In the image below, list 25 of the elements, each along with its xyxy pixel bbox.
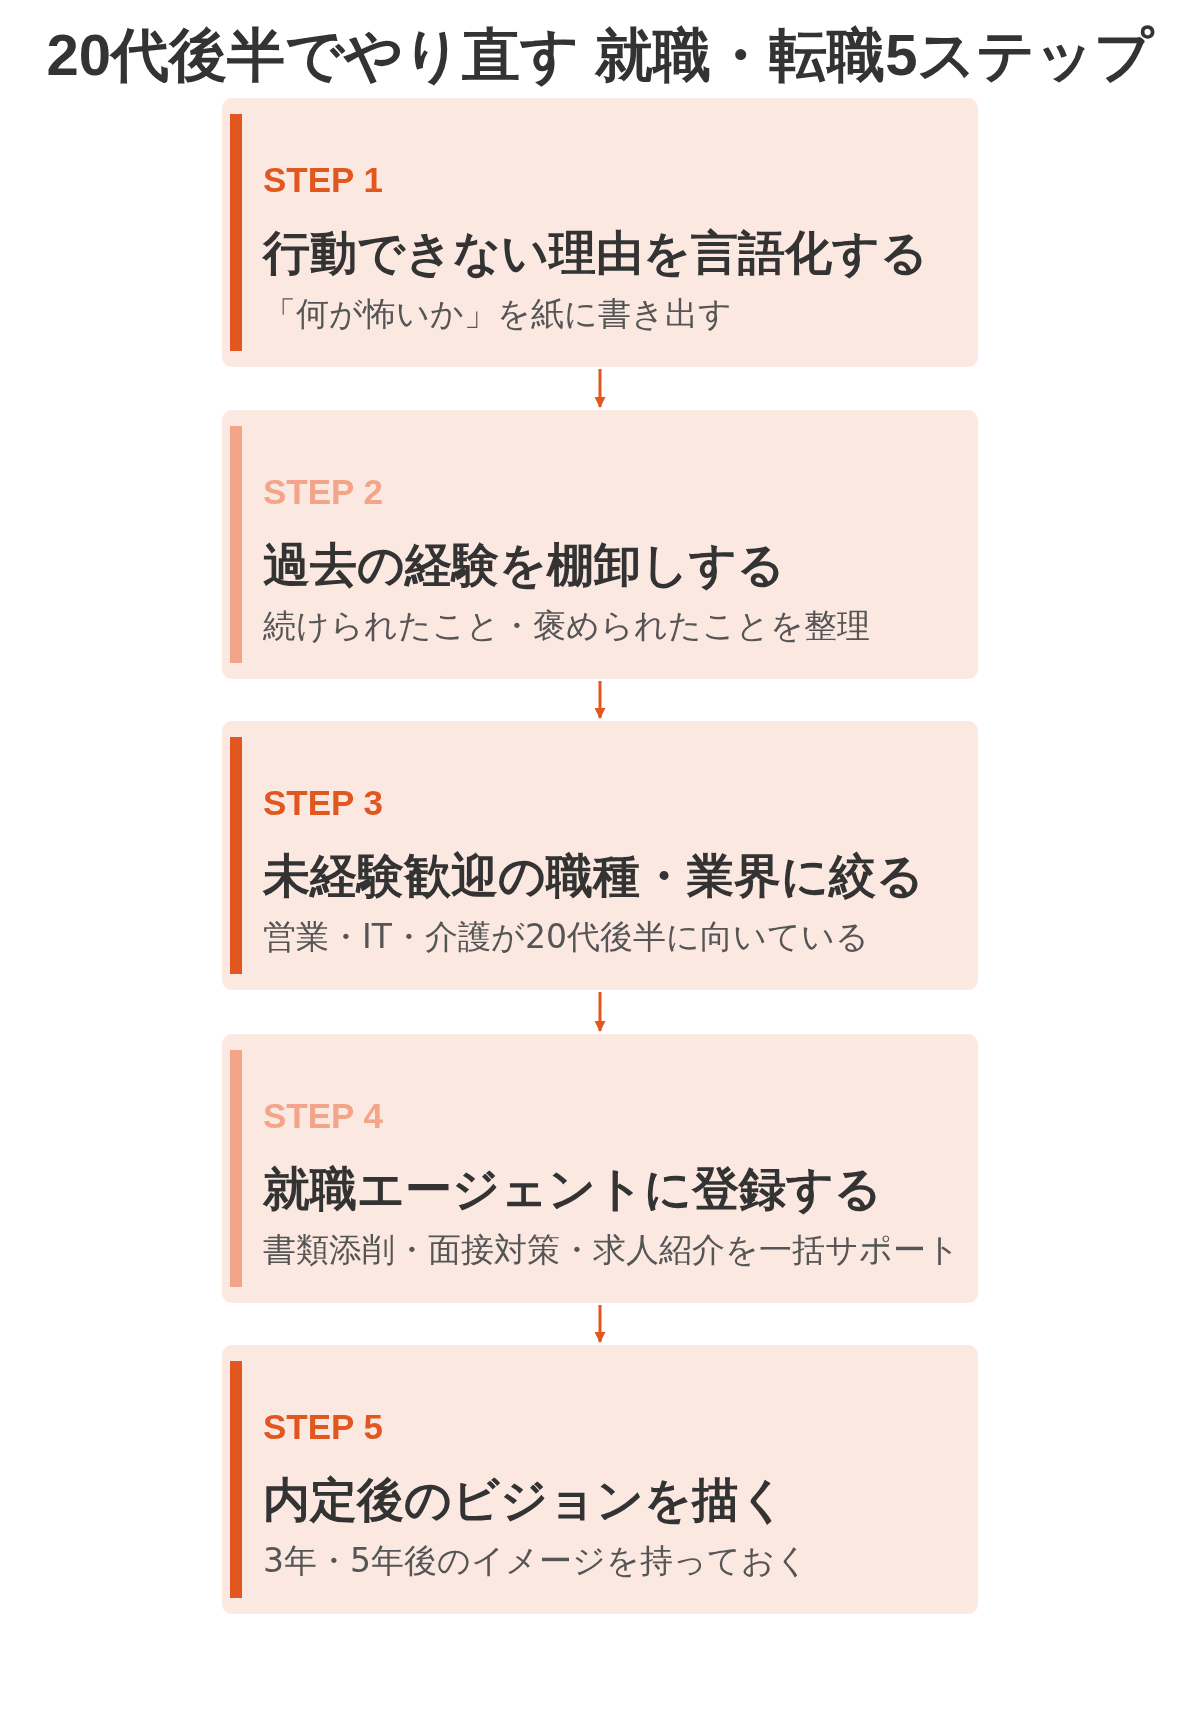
step-label: STEP 2 [263, 472, 383, 512]
step-description: 書類添削・面接対策・求人紹介を一括サポート [263, 1229, 960, 1271]
step-heading: 行動できない理由を言語化する [263, 224, 928, 282]
step-label: STEP 5 [263, 1407, 383, 1447]
step-heading: 未経験歓迎の職種・業界に絞る [263, 847, 924, 905]
step-heading: 就職エージェントに登録する [263, 1160, 882, 1218]
step-card [222, 1345, 978, 1614]
step-card [222, 721, 978, 990]
step-description: 営業・IT・介護が20代後半に向いている [263, 916, 869, 958]
step-description: 3年・5年後のイメージを持っておく [263, 1540, 809, 1582]
step-label: STEP 1 [263, 160, 383, 200]
step-card [222, 410, 978, 679]
step-label: STEP 3 [263, 783, 383, 823]
arrow [594, 369, 606, 409]
step-heading: 過去の経験を棚卸しする [263, 536, 785, 594]
title: 20代後半でやり直す 就職・転職5ステップ [46, 21, 1154, 89]
arrow [594, 1305, 606, 1344]
step-card [222, 98, 978, 367]
step-heading: 内定後のビジョンを描く [263, 1471, 787, 1529]
step-label: STEP 4 [263, 1096, 383, 1136]
arrow [594, 992, 606, 1033]
step-description: 「何が怖いか」を紙に書き出す [263, 293, 732, 335]
arrow [594, 681, 606, 720]
step-description: 続けられたこと・褒められたことを整理 [263, 605, 870, 647]
step-card [222, 1034, 978, 1303]
